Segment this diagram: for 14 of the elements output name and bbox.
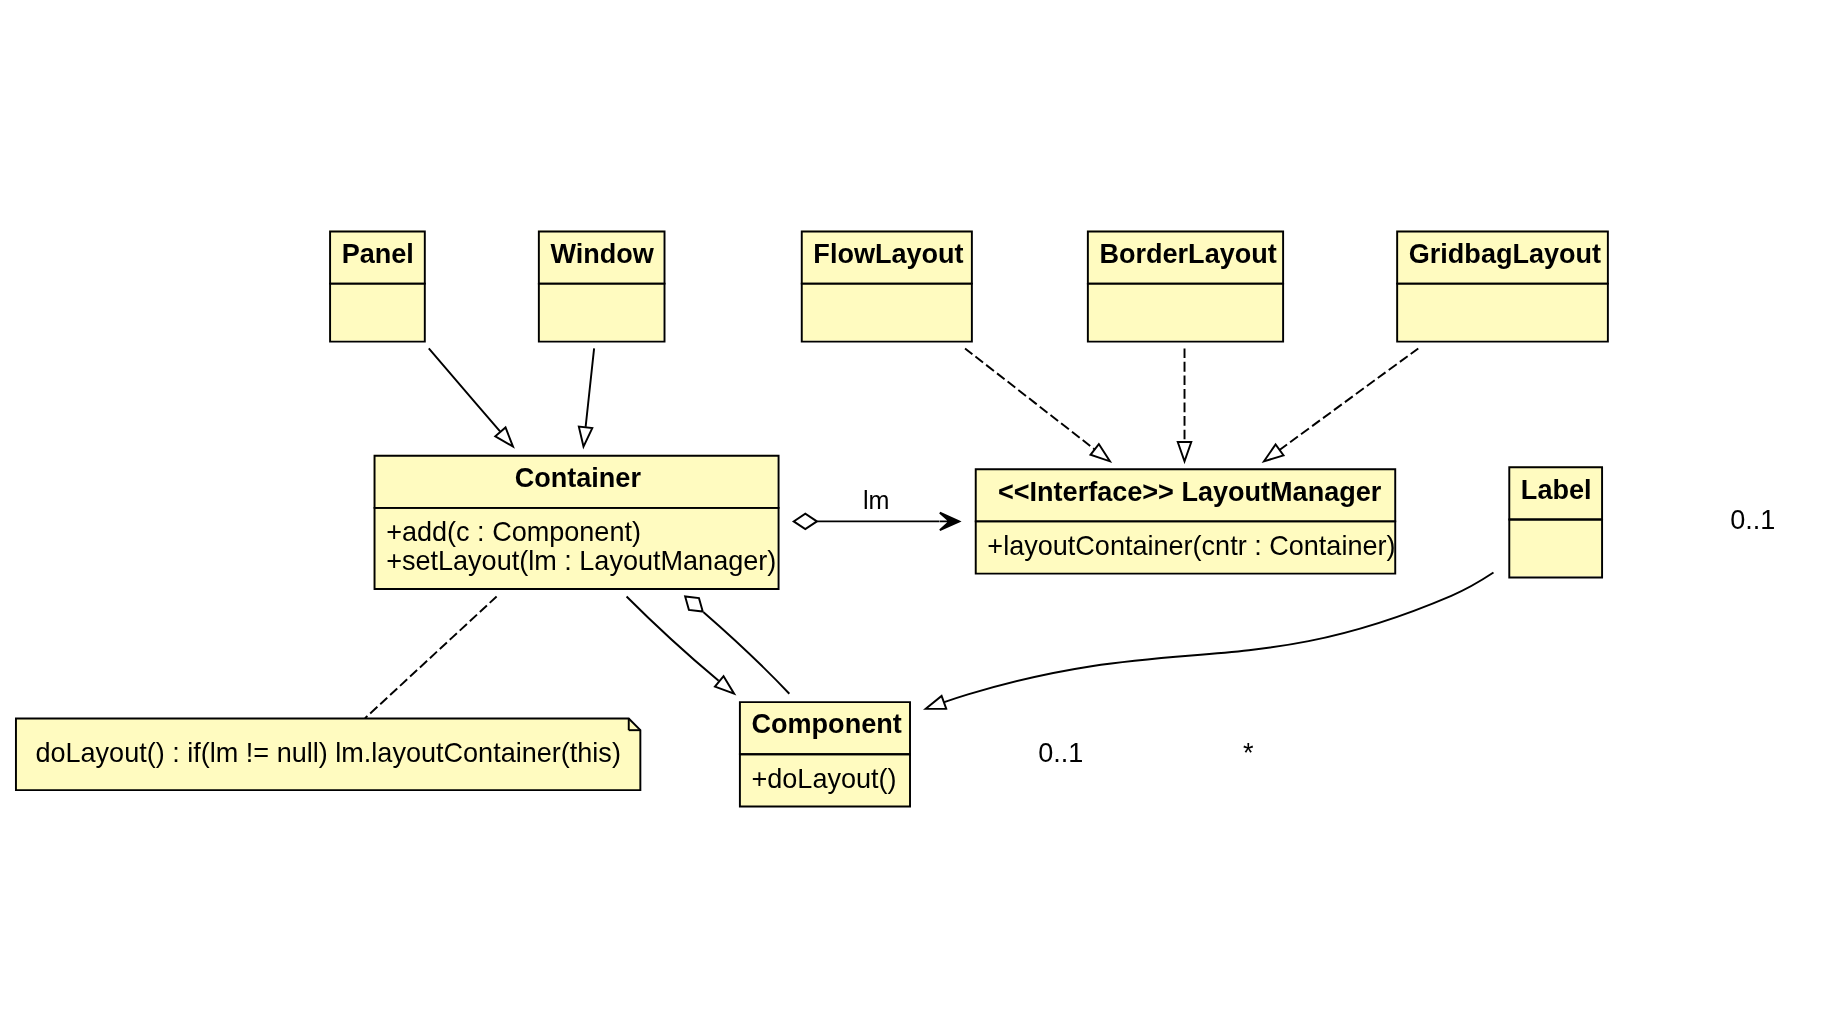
arrow <box>625 594 737 696</box>
arrow <box>427 346 515 449</box>
arrow <box>923 571 1495 710</box>
arrow <box>1176 346 1193 464</box>
connector <box>364 594 498 719</box>
label: 0..1 <box>1730 504 1776 535</box>
arrow <box>791 511 961 531</box>
edge-label: lm <box>862 485 890 514</box>
arrow <box>1261 346 1420 463</box>
arrow <box>577 346 596 449</box>
arrow <box>964 346 1113 463</box>
label: 0..1 <box>1038 736 1084 767</box>
connector <box>683 594 791 695</box>
label: * <box>1243 736 1254 767</box>
